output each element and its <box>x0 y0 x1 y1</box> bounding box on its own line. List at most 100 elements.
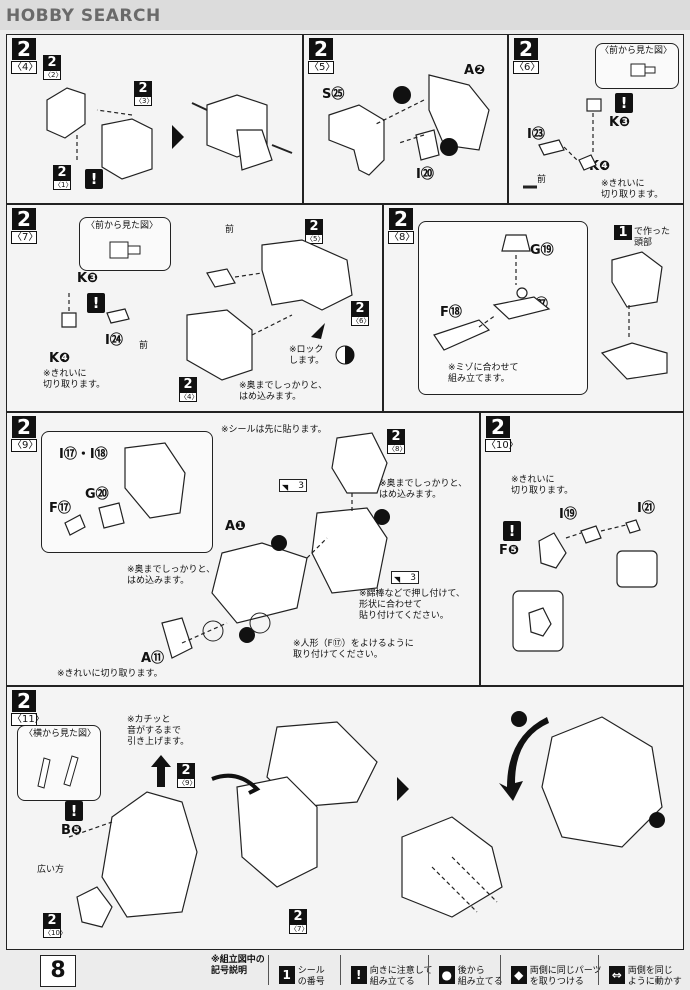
part-label-f18: F⑱ <box>440 305 462 320</box>
assembly-illustration <box>328 74 490 176</box>
part-label-a11: A⑪ <box>141 651 165 666</box>
head-made-note: で作った 頭部 <box>634 227 671 248</box>
step-badge: 2 〈7〉 <box>11 207 39 244</box>
caution-icon: ! <box>503 521 521 541</box>
sticker-first-note: ※シールは先に貼ります。 <box>221 425 327 435</box>
ref-2-8: 2〈8〉 <box>387 429 407 454</box>
assemble-later-icon <box>335 345 355 365</box>
front-label: 前 <box>537 175 547 185</box>
part-label-i24: I㉔ <box>105 333 123 348</box>
cut-cleanly-note: ※きれいに切り取ります。 <box>57 669 163 679</box>
front-view-label: 〈前から見た図〉 <box>86 221 159 231</box>
ref-2-6: 2〈6〉 <box>351 301 371 326</box>
click-sound-note: ※カチッと 音がするまで 引き上げます。 <box>127 715 190 747</box>
assembly-illustration <box>68 711 665 928</box>
caution-icon: ! <box>85 169 103 189</box>
part-label-i23: I㉓ <box>527 127 545 142</box>
page-number: 8 <box>40 955 76 987</box>
cotton-swab-note: ※綿棒などで押し付けて、 形状に合わせて 貼り付けてください。 <box>359 589 465 621</box>
step-badge: 2 〈4〉 <box>11 37 39 74</box>
move-same-icon: ⇔ <box>608 966 625 984</box>
part-label-a1: A❶ <box>225 519 247 534</box>
front-view-label: 〈前から見た図〉 <box>600 46 673 56</box>
caution-icon: ! <box>615 93 633 113</box>
caution-icon: ! <box>87 293 105 313</box>
header-bar: HOBBY SEARCH <box>0 0 690 30</box>
assembly-illustration <box>64 432 390 659</box>
cut-cleanly-note: ※きれいに 切り取ります。 <box>511 475 574 496</box>
step-badge: 2 〈10〉 <box>485 415 519 452</box>
panel-step-2-5: 2 〈5〉 A❷ S㉕ I⑳ <box>303 34 508 204</box>
part-label-g20: G⑳ <box>85 487 109 502</box>
groove-note: ※ミゾに合わせて 組み立てます。 <box>448 363 519 384</box>
insert-fully-note: ※奥までしっかりと、 はめ込みます。 <box>239 381 328 402</box>
front-label: 前 <box>225 225 235 235</box>
part-label-k3: K❸ <box>609 115 631 130</box>
part-label-i21: I㉑ <box>637 501 655 516</box>
part-label-i19: I⑲ <box>559 507 577 522</box>
caution-icon: ! <box>65 801 83 821</box>
part-label-s25: S㉕ <box>322 87 345 102</box>
legend-title: ※組立図中の 記号説明 <box>211 955 265 976</box>
legend-item-later: ●後から 組み立てる <box>428 955 503 987</box>
cut-cleanly-note: ※きれいに 切り取ります。 <box>601 179 664 200</box>
part-label-i17-i18: I⑰・I⑱ <box>59 447 108 462</box>
part-label-f17: F⑰ <box>49 501 71 516</box>
side-view-box: 〈横から見た図〉 <box>17 725 101 801</box>
cut-cleanly-note: ※きれいに 切り取ります。 <box>43 369 106 390</box>
panel-step-2-8: 2 〈8〉 G⑲ I㉗ F⑱ ※ミゾに合わせて 組み立てます。 1 で作った 頭… <box>383 204 684 412</box>
legend-item-move-same: ⇔両側を同じ ように動かす <box>598 955 682 987</box>
caution-icon: ! <box>350 966 367 984</box>
panel-step-2-9: 2 〈9〉 ※シールは先に貼ります。 I⑰・I⑱ G⑳ F⑰ A❶ A⑪ 2〈8… <box>6 412 480 686</box>
part-label-k3: K❸ <box>77 271 99 286</box>
avoid-figure-note: ※人形（F⑰）をよけるように 取り付けてください。 <box>293 639 414 660</box>
ref-2-7: 2〈7〉 <box>289 909 309 934</box>
part-label-f5: F❺ <box>499 543 519 558</box>
sticker-icon: 1 <box>278 966 295 984</box>
insert-fully-note-right: ※奥までしっかりと、 はめ込みます。 <box>379 479 468 500</box>
lock-note: ※ロック します。 <box>289 345 325 366</box>
sticker-number-badge: ◥3 <box>279 479 307 492</box>
panel-step-2-6: 2 〈6〉 〈前から見た図〉 ! K❸ I㉓ K❹ 前 ※きれいに 切り取ります… <box>508 34 684 204</box>
assembly-illustration <box>512 519 658 652</box>
ref-step-1: 1 <box>614 225 632 240</box>
step-badge: 2 〈9〉 <box>11 415 39 452</box>
side-view-art <box>37 755 79 789</box>
insert-fully-note-left: ※奥までしっかりと、 はめ込みます。 <box>127 565 216 586</box>
ref-2-1: 2〈1〉 <box>53 165 73 190</box>
panel-step-2-7: 2 〈7〉 〈前から見た図〉 前 K❸ ! I㉔ 前 K❹ ※きれいに 切り取り… <box>6 204 383 412</box>
part-label-k4: K❹ <box>49 351 71 366</box>
front-view-box: 〈前から見た図〉 <box>595 43 679 89</box>
step-badge: 2 〈11〉 <box>11 689 45 726</box>
panel-step-2-10: 2 〈10〉 ※きれいに 切り取ります。 I⑲ I㉑ ! F❺ <box>480 412 684 686</box>
front-view-art <box>109 241 141 259</box>
assembly-illustration <box>523 98 602 189</box>
panel-step-2-4: 2 〈4〉 2〈2〉 2〈3〉 2〈1〉 ! <box>6 34 303 204</box>
step-badge: 2 〈6〉 <box>513 37 541 74</box>
ref-2-10: 2〈10〉 <box>43 913 67 938</box>
part-label-g19: G⑲ <box>530 243 554 258</box>
part-label-i20: I⑳ <box>416 167 434 182</box>
side-view-label: 〈横から見た図〉 <box>24 729 97 739</box>
assemble-later-icon: ● <box>438 966 455 984</box>
step-badge: 2 〈5〉 <box>308 37 336 74</box>
hobby-search-logo: HOBBY SEARCH <box>6 6 161 26</box>
ref-2-2: 2〈2〉 <box>43 55 63 80</box>
ref-2-9: 2〈9〉 <box>177 763 197 788</box>
ref-2-5: 2〈5〉 <box>305 219 325 244</box>
assembly-illustration <box>61 239 353 381</box>
panel-step-2-11: 2 〈11〉 〈横から見た図〉 ! B❺ 広い方 ※カチッと 音がするまで 引き… <box>6 686 684 950</box>
front-view-art <box>630 63 656 77</box>
part-label-a2: A❷ <box>464 63 486 78</box>
legend-item-orientation: !向きに注意して 組み立てる <box>340 955 432 987</box>
sticker-number-badge-2: ◥3 <box>391 571 419 584</box>
both-sides-icon: ◆ <box>510 966 527 984</box>
wide-side-note: 広い方 <box>37 865 65 875</box>
front-label-2: 前 <box>139 341 149 351</box>
front-view-box: 〈前から見た図〉 <box>79 217 171 271</box>
ref-2-4: 2〈4〉 <box>179 377 199 402</box>
ref-2-3: 2〈3〉 <box>134 81 154 106</box>
legend-item-both-sides: ◆両側に同じパーツ を取りつける <box>500 955 602 987</box>
assembly-illustration <box>433 234 668 380</box>
